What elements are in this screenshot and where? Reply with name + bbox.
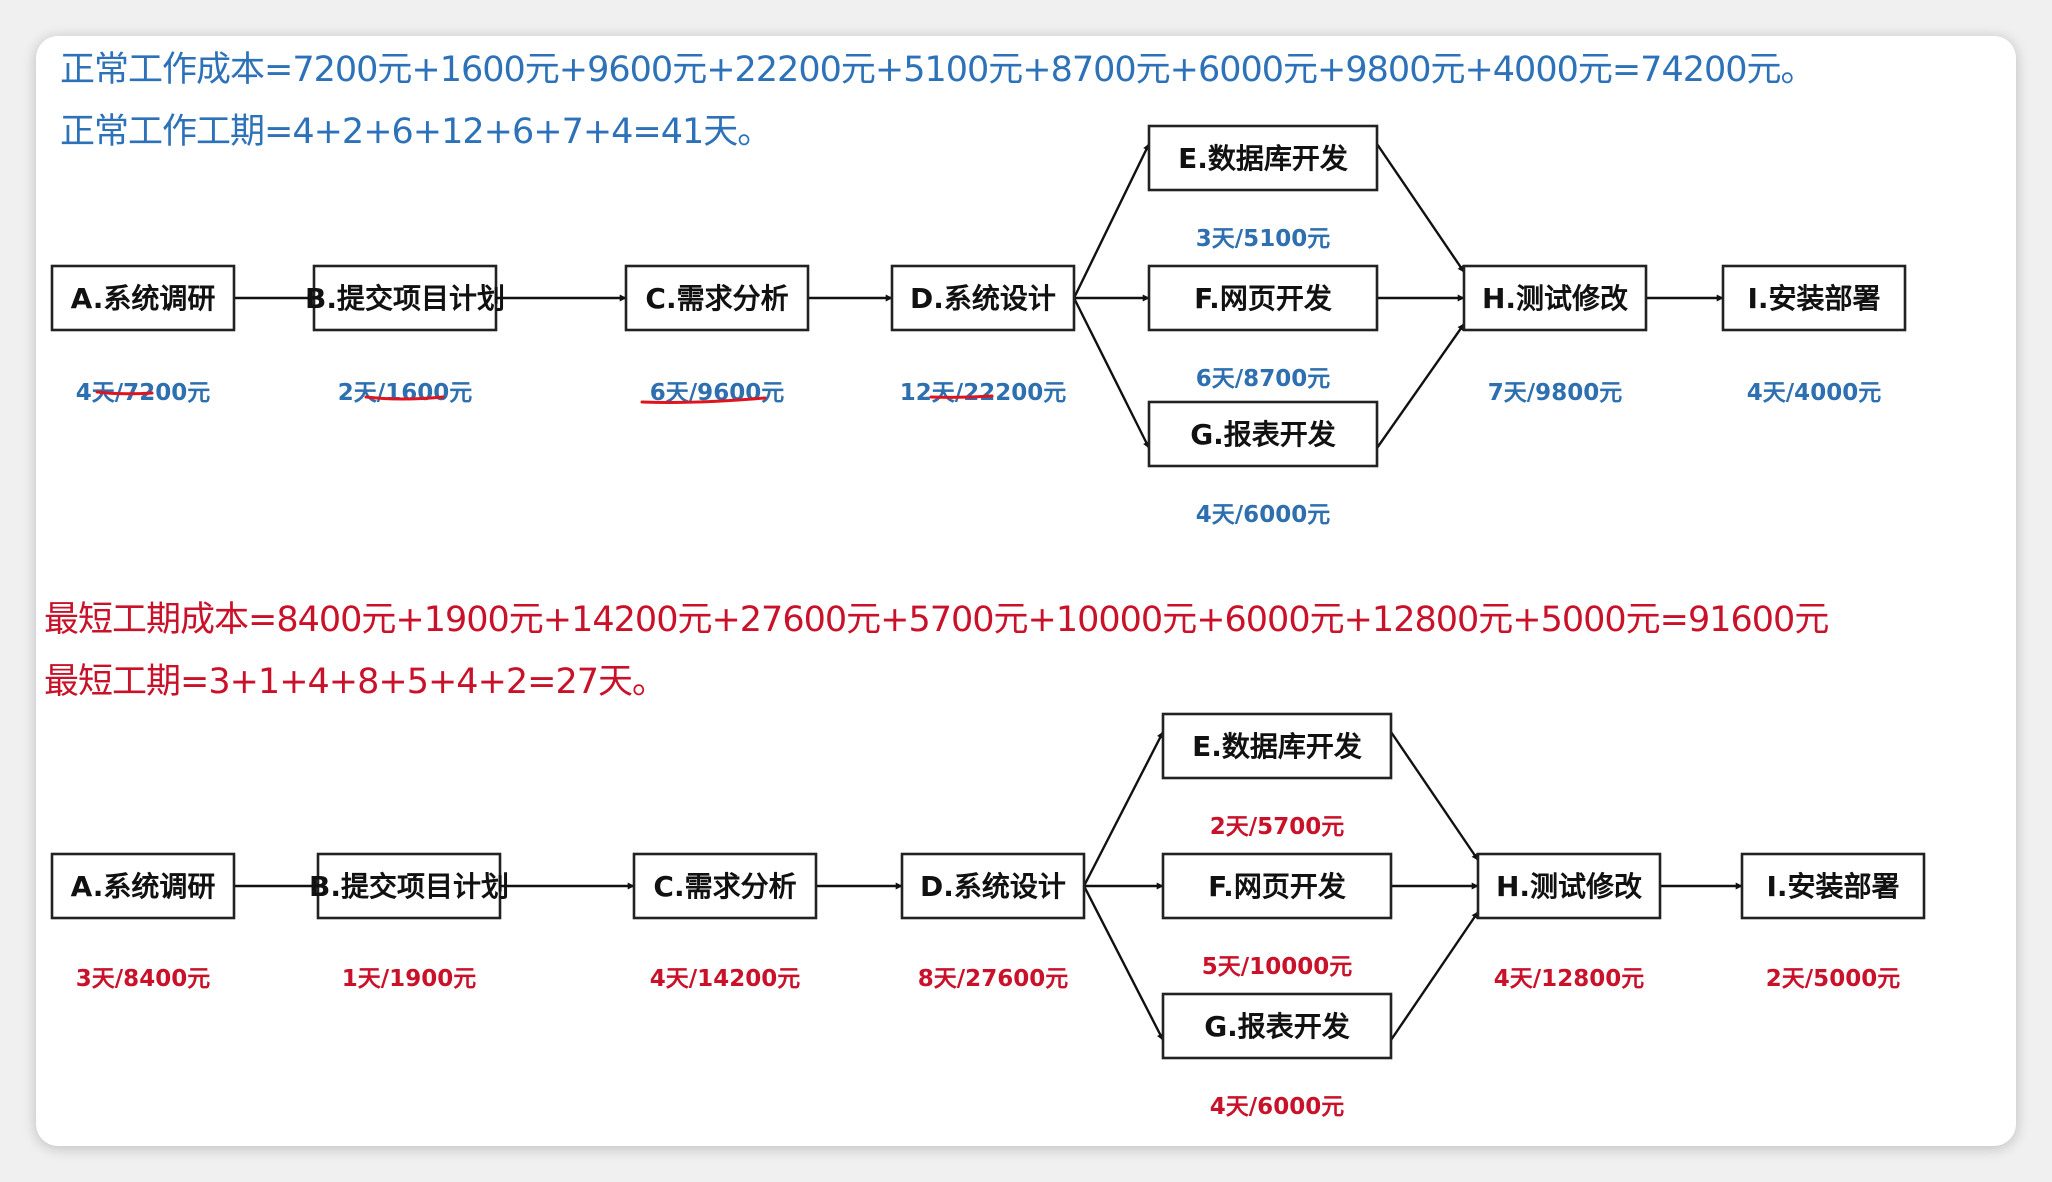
task-node-e: E.数据库开发 2天/5700元 (1161, 712, 1393, 840)
underline-b (364, 395, 445, 401)
task-label: E.数据库开发 (1178, 142, 1348, 175)
task-label: G.报表开发 (1204, 1010, 1350, 1043)
task-node-d: D.系统设计 12天/22200元 (890, 264, 1076, 406)
task-node-d: D.系统设计 8天/27600元 (900, 852, 1086, 992)
task-node-a: A.系统调研 3天/8400元 (50, 852, 236, 992)
task-box (1721, 264, 1907, 332)
task-box (312, 264, 498, 332)
task-box (1161, 992, 1393, 1060)
task-label: H.测试修改 (1496, 870, 1642, 903)
task-duration-cost: 4天/6000元 (1210, 1094, 1344, 1120)
task-box (890, 264, 1076, 332)
task-label: A.系统调研 (71, 870, 216, 903)
task-label: G.报表开发 (1190, 418, 1336, 451)
task-box (1147, 124, 1379, 192)
task-node-b: B.提交项目计划 1天/1900元 (309, 852, 509, 992)
task-duration-cost: 2天/5700元 (1210, 814, 1344, 840)
task-node-e: E.数据库开发 3天/5100元 (1147, 124, 1379, 252)
task-duration-cost: 8天/27600元 (918, 966, 1068, 992)
task-node-c: C.需求分析 4天/14200元 (632, 852, 818, 992)
task-label: F.网页开发 (1208, 870, 1346, 903)
task-node-g: G.报表开发 4天/6000元 (1147, 400, 1379, 528)
task-node-i: I.安装部署 4天/4000元 (1721, 264, 1907, 406)
task-label: A.系统调研 (71, 282, 216, 315)
task-node-h: H.测试修改 7天/9800元 (1462, 264, 1648, 406)
arrow-d-to-e (1082, 731, 1165, 887)
shortest-schedule-diagram: A.系统调研 3天/8400元 B.提交项目计划 1天/1900元 C.需求分析 4天/1… (50, 712, 1926, 1120)
task-label: I.安装部署 (1747, 282, 1880, 315)
task-duration-cost: 1天/1900元 (342, 966, 476, 992)
arrow-d-to-g (1072, 297, 1151, 449)
task-label: I.安装部署 (1766, 870, 1899, 903)
task-box (50, 264, 236, 332)
task-duration-cost: 2天/1600元 (338, 380, 472, 406)
underline-a (95, 390, 154, 396)
task-node-f: F.网页开发 6天/8700元 (1147, 264, 1379, 392)
task-label: E.数据库开发 (1192, 730, 1362, 763)
task-box (316, 852, 502, 920)
task-box (632, 852, 818, 920)
task-duration-cost: 6天/8700元 (1196, 366, 1330, 392)
task-label: D.系统设计 (910, 282, 1056, 315)
arrow-e-to-h (1390, 731, 1479, 861)
arrow-g-to-h (1376, 323, 1465, 449)
task-label: H.测试修改 (1482, 282, 1628, 315)
task-label: C.需求分析 (645, 282, 788, 315)
arrow-g-to-h (1390, 911, 1479, 1041)
task-box (1462, 264, 1648, 332)
normal-cost-formula: 正常工作成本=7200元+1600元+9600元+22200元+5100元+87… (60, 50, 1816, 90)
task-box (900, 852, 1086, 920)
task-box (1147, 264, 1379, 332)
task-duration-cost: 5天/10000元 (1202, 954, 1352, 980)
arrow-d-to-g (1082, 885, 1165, 1041)
underline-c (640, 396, 767, 404)
slide: 正常工作成本=7200元+1600元+9600元+22200元+5100元+87… (36, 36, 2016, 1146)
arrow-e-to-h (1376, 143, 1465, 273)
arrow-d-to-e (1072, 143, 1151, 299)
task-duration-cost: 4天/12800元 (1494, 966, 1644, 992)
shortest-cost-formula: 最短工期成本=8400元+1900元+14200元+27600元+5700元+1… (44, 600, 1829, 640)
task-duration-cost: 4天/14200元 (650, 966, 800, 992)
task-duration-cost: 3天/5100元 (1196, 226, 1330, 252)
task-label: B.提交项目计划 (309, 870, 509, 903)
task-node-g: G.报表开发 4天/6000元 (1161, 992, 1393, 1120)
task-box (1161, 852, 1393, 920)
task-duration-cost: 3天/8400元 (76, 966, 210, 992)
task-duration-cost: 2天/5000元 (1766, 966, 1900, 992)
task-box (1476, 852, 1662, 920)
task-box (624, 264, 810, 332)
task-box (1147, 400, 1379, 468)
task-node-b: B.提交项目计划 2天/1600元 (305, 264, 505, 406)
underline-d (929, 394, 994, 399)
task-box (50, 852, 236, 920)
task-duration-cost: 12天/22200元 (900, 380, 1066, 406)
task-duration-cost: 4天/6000元 (1196, 502, 1330, 528)
task-label: F.网页开发 (1194, 282, 1332, 315)
hand-drawn-underlines (95, 390, 994, 404)
task-box (1161, 712, 1393, 780)
task-box (1740, 852, 1926, 920)
task-node-f: F.网页开发 5天/10000元 (1161, 852, 1393, 980)
task-label: B.提交项目计划 (305, 282, 505, 315)
task-node-i: I.安装部署 2天/5000元 (1740, 852, 1926, 992)
task-duration-cost: 7天/9800元 (1488, 380, 1622, 406)
shortest-duration-formula: 最短工期=3+1+4+8+5+4+2=27天。 (44, 662, 667, 702)
task-duration-cost: 4天/4000元 (1747, 380, 1881, 406)
task-node-h: H.测试修改 4天/12800元 (1476, 852, 1662, 992)
normal-duration-formula: 正常工作工期=4+2+6+12+6+7+4=41天。 (60, 112, 772, 152)
task-label: D.系统设计 (920, 870, 1066, 903)
task-label: C.需求分析 (653, 870, 796, 903)
